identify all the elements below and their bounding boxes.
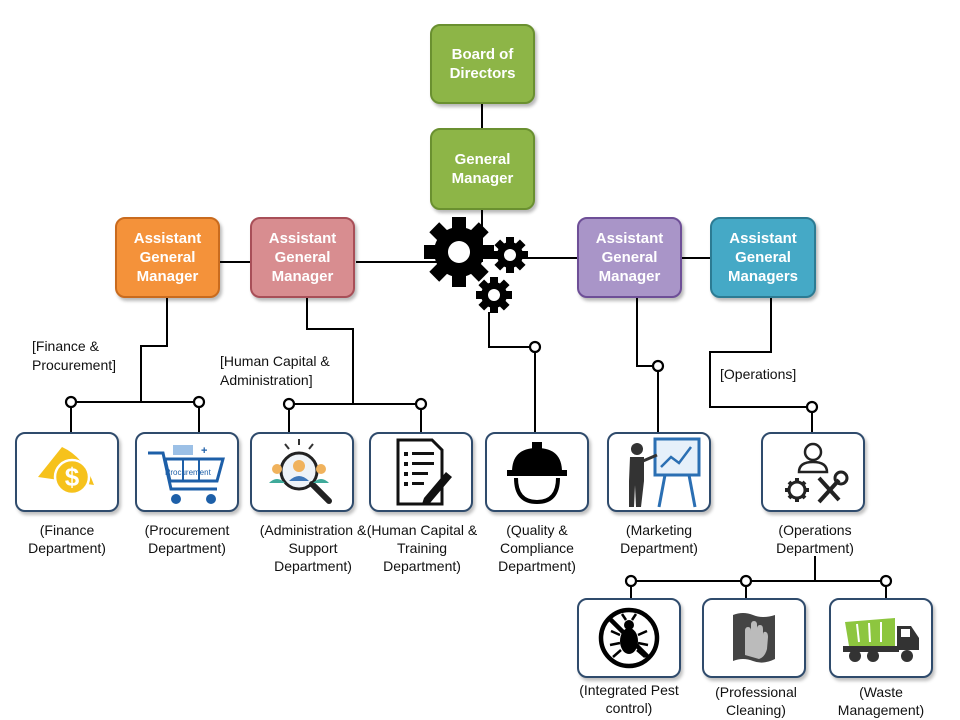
- document-pencil-icon: [396, 438, 452, 506]
- presentation-icon: [629, 437, 701, 508]
- division-tag-hr: [Human Capital & Administration]: [220, 353, 330, 388]
- administration-department-label: (Administration & Support Department): [259, 522, 367, 574]
- marketing-department-box: [607, 432, 711, 512]
- procurement-department-label: (Procurement Department): [144, 522, 230, 556]
- division-tag-operations: [Operations]: [720, 366, 797, 382]
- gears-icon: [424, 217, 528, 313]
- administration-department-box: [250, 432, 354, 512]
- human-capital-department-label: (Human Capital & Training Department): [366, 522, 478, 574]
- human-capital-department-box: [369, 432, 473, 512]
- dollar-coin-icon: $: [38, 447, 94, 496]
- worker-tools-icon: [785, 442, 849, 504]
- finance-department-label: (Finance Department): [28, 522, 106, 556]
- agm-marketing-box: Assistant General Manager: [577, 217, 682, 298]
- agm-operations-box: Assistant General Managers: [710, 217, 816, 298]
- general-manager-box: General Manager: [430, 128, 535, 210]
- hard-hat-icon: [507, 442, 567, 505]
- finance-department-box: $: [15, 432, 119, 512]
- svg-text:$: $: [65, 462, 80, 492]
- pest-control-label: (Integrated Pest control): [579, 682, 679, 716]
- quality-department-label: (Quality & Compliance Department): [498, 522, 576, 574]
- svg-text:+: +: [201, 445, 207, 457]
- waste-management-box: [829, 598, 933, 678]
- cleaning-cloth-icon: [733, 613, 775, 663]
- marketing-department-label: (Marketing Department): [620, 522, 698, 556]
- no-bugs-icon: [598, 607, 660, 669]
- procurement-department-box: + Procurement: [135, 432, 239, 512]
- professional-cleaning-box: [702, 598, 806, 678]
- shopping-cart-icon: + Procurement: [148, 445, 225, 504]
- garbage-truck-icon: [843, 618, 919, 662]
- operations-department-label: (Operations Department): [776, 522, 854, 556]
- board-of-directors-box: Board of Directors: [430, 24, 535, 104]
- quality-department-box: [485, 432, 589, 512]
- magnifier-people-icon: [269, 439, 332, 504]
- agm-hr-box: Assistant General Manager: [250, 217, 355, 298]
- agm-finance-box: Assistant General Manager: [115, 217, 220, 298]
- procurement-icon-text: Procurement: [165, 468, 212, 477]
- waste-management-label: (Waste Management): [837, 684, 925, 718]
- pest-control-box: [577, 598, 681, 678]
- division-tag-finance: [Finance & Procurement]: [32, 338, 117, 373]
- professional-cleaning-label: (Professional Cleaning): [715, 684, 797, 718]
- operations-department-box: [761, 432, 865, 512]
